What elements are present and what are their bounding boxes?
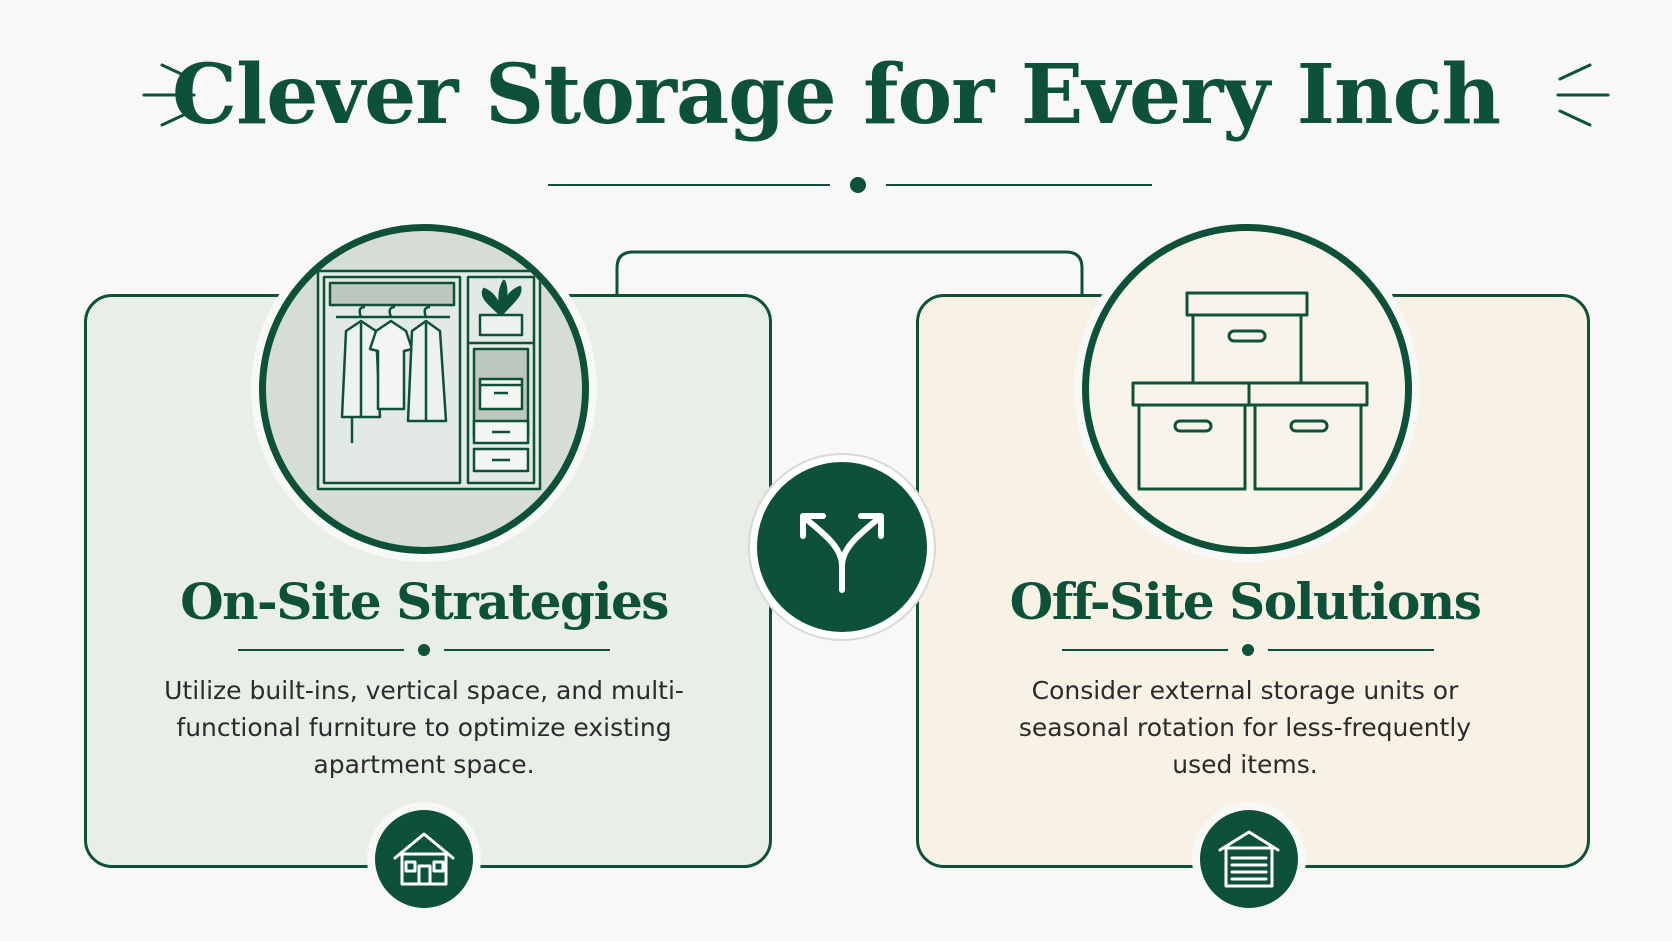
title-divider: [548, 177, 1152, 193]
stacked-boxes-icon: [1131, 291, 1369, 491]
offsite-description: Consider external storage units or seaso…: [1018, 676, 1472, 779]
onsite-description: Utilize built-ins, vertical space, and m…: [164, 676, 684, 779]
card-connector: [615, 250, 1084, 296]
house-icon: [393, 832, 455, 886]
garage-icon: [1218, 830, 1280, 888]
left-burst-icon: [142, 63, 196, 127]
closet-icon: [316, 269, 542, 491]
onsite-title: On-Site Strategies: [180, 572, 669, 631]
offsite-title: Off-Site Solutions: [1009, 572, 1482, 631]
center-badge: [757, 462, 927, 632]
right-burst-icon: [1556, 63, 1610, 127]
onsite-divider: [238, 644, 610, 656]
onsite-footer-badge: [375, 810, 473, 908]
page-title: Clever Storage for Every Inch: [171, 47, 1501, 143]
offsite-illustration: [1082, 224, 1412, 554]
offsite-footer-badge: [1200, 810, 1298, 908]
offsite-divider: [1062, 644, 1434, 656]
split-arrows-icon: [800, 513, 884, 593]
onsite-illustration: [259, 224, 589, 554]
